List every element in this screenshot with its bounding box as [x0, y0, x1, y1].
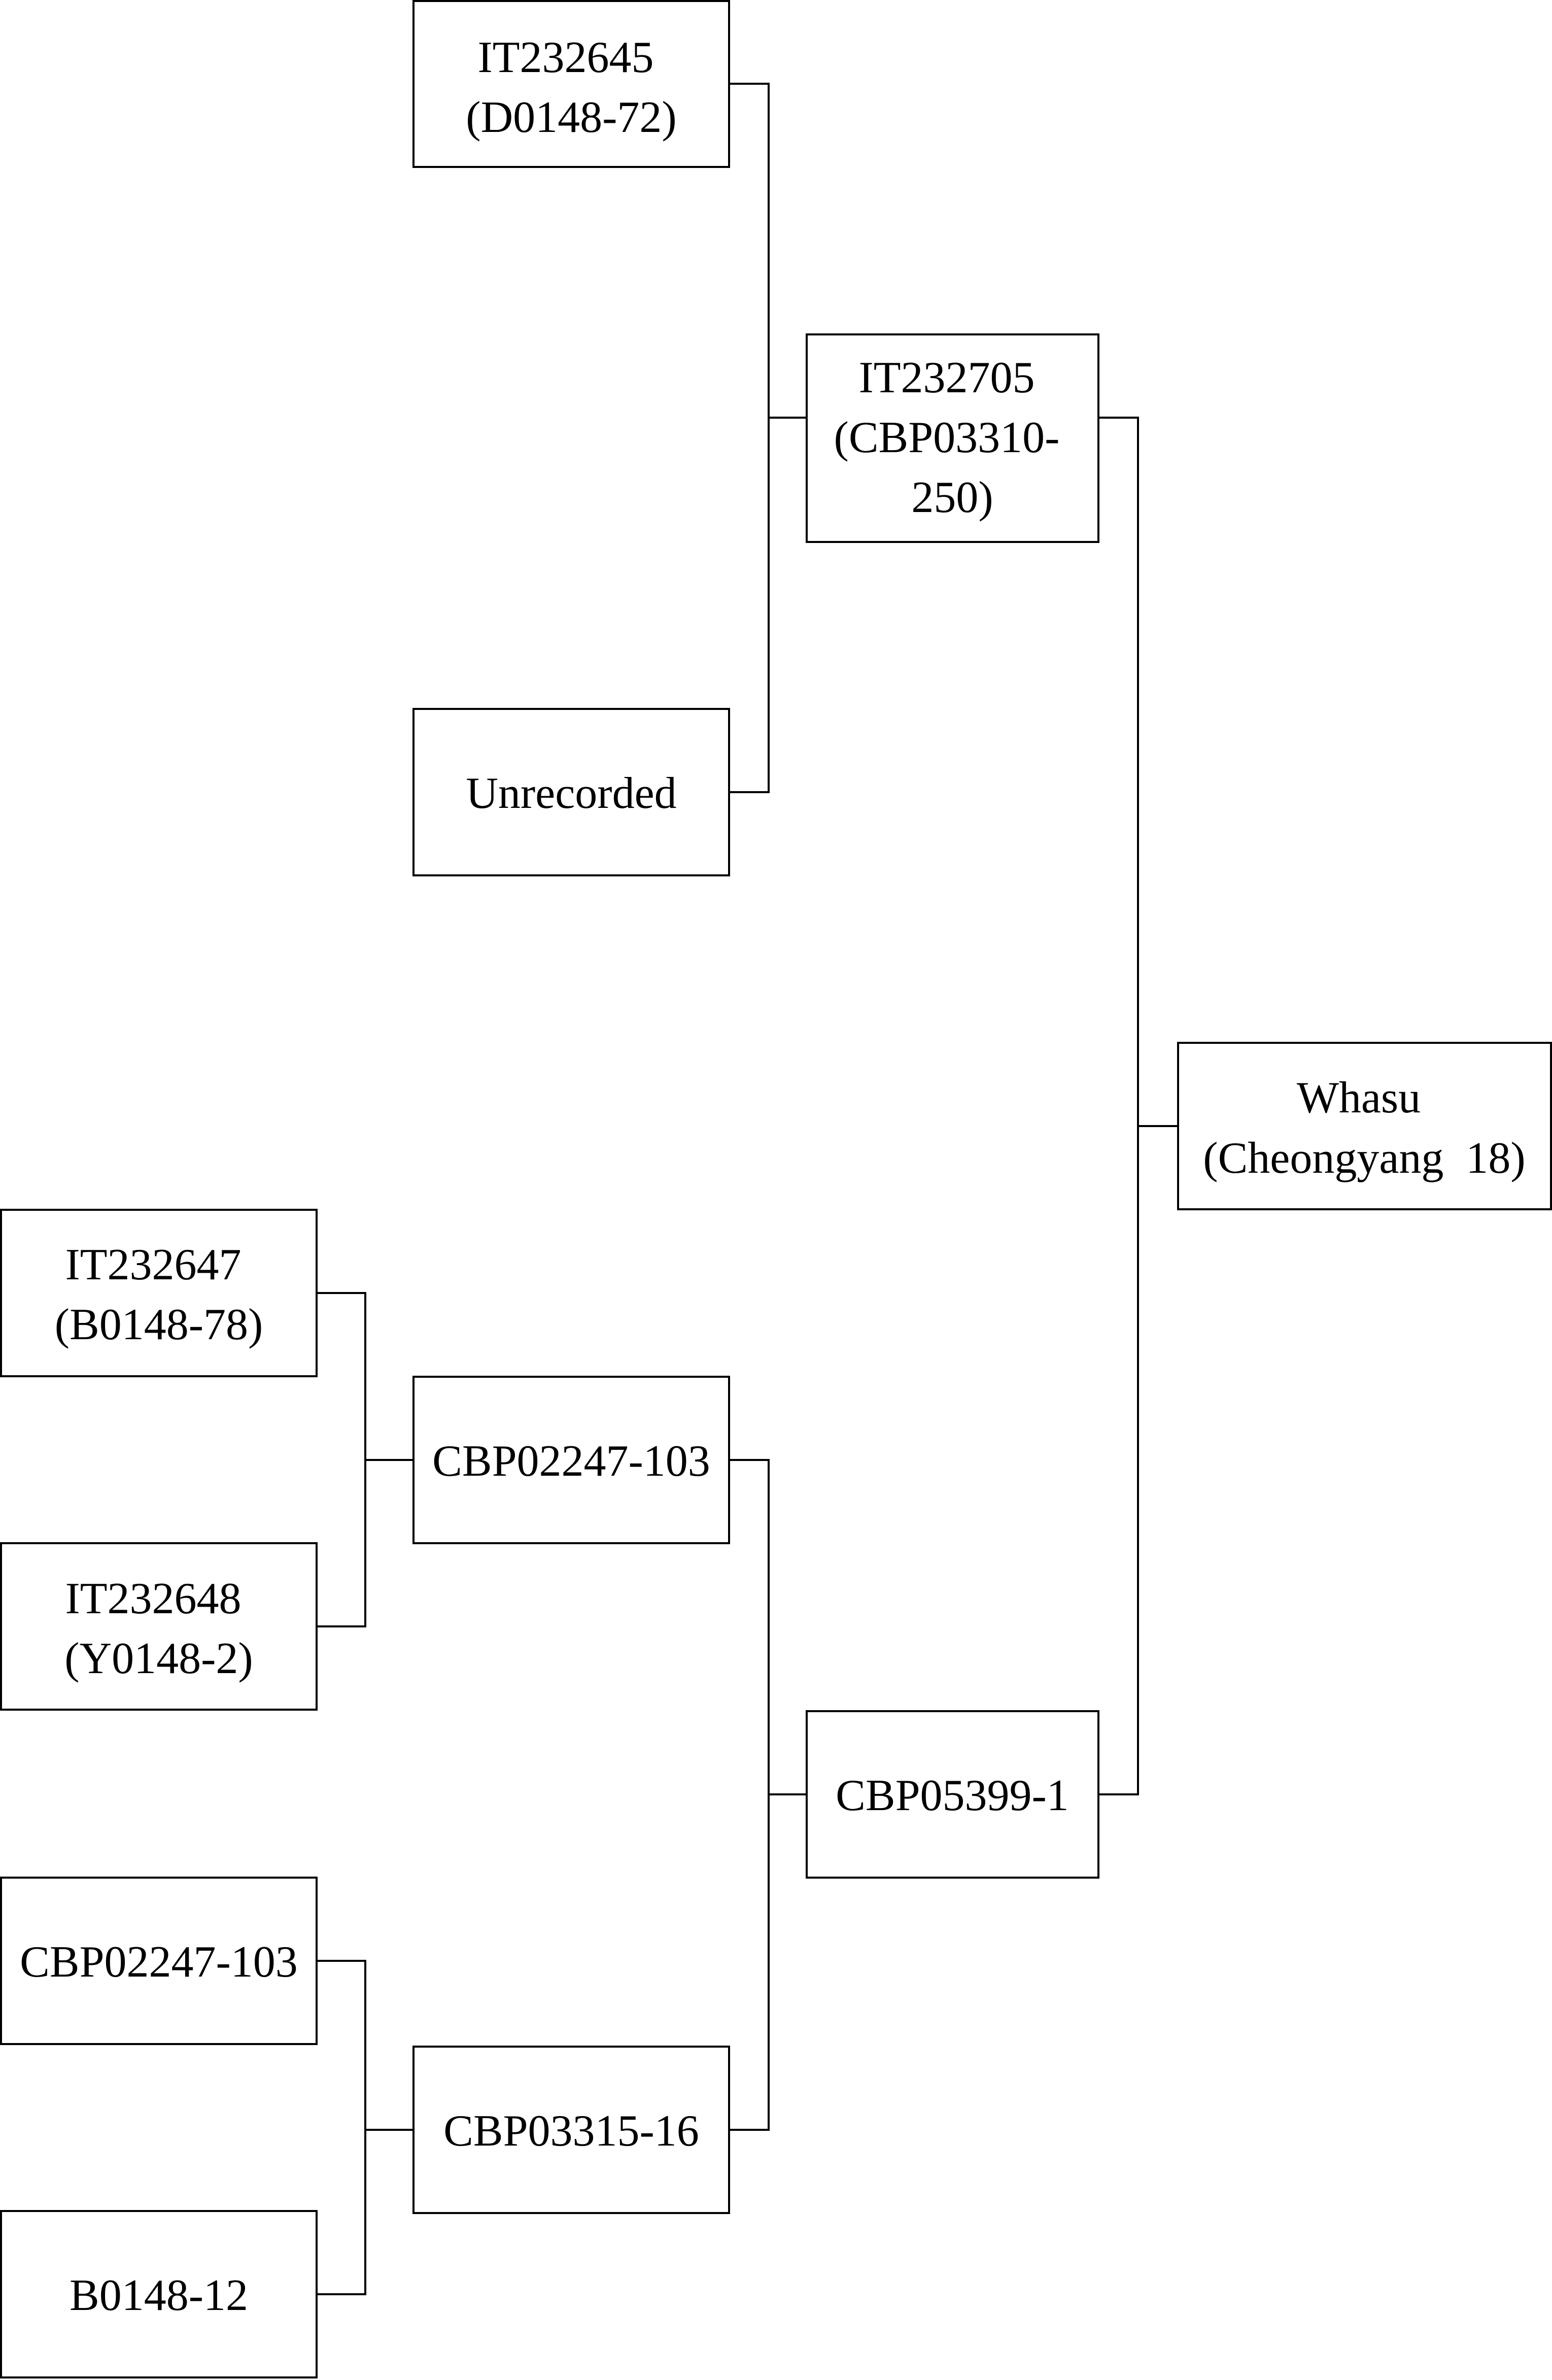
svg-text:CBP02247-103: CBP02247-103	[20, 1937, 298, 1987]
svg-text:IT232645 (D0148-72): IT232645 (D0148-72)	[466, 33, 676, 142]
node-cbp02247-103-mid: CBP02247-103	[412, 1376, 730, 1544]
node-it232647: IT232647 (B0148-78)	[0, 1209, 318, 1377]
node-label-line: CBP02247-103	[432, 1437, 710, 1486]
connector-b0148-12	[317, 2130, 366, 2295]
node-cbp05399-1: CBP05399-1	[806, 1710, 1099, 1879]
connector-it232648	[317, 1460, 366, 1627]
node-label-line: IT232647	[65, 1240, 241, 1289]
node-label-line: (Cheongyang 18)	[1203, 1134, 1525, 1183]
svg-text:IT232647 (B0148-78): IT232647 (B0148-78)	[55, 1240, 263, 1349]
node-it232648: IT232648 (Y0148-2)	[0, 1542, 318, 1711]
svg-text:CBP03315-16: CBP03315-16	[443, 2106, 699, 2156]
node-label-line: CBP02247-103	[20, 1937, 298, 1987]
node-label-line: CBP05399-1	[836, 1771, 1069, 1820]
node-unrecorded: Unrecorded	[412, 708, 730, 876]
connector-it232705	[1098, 417, 1178, 1127]
node-label-line: Whasu	[1297, 1073, 1421, 1123]
connector-unrecorded	[729, 418, 770, 793]
node-label-line: (D0148-72)	[466, 93, 676, 142]
node-label-line: (B0148-78)	[55, 1300, 263, 1349]
connector-it232647	[317, 1292, 413, 1461]
pedigree-connectors	[317, 83, 1178, 2295]
node-label-line: Unrecorded	[466, 769, 676, 818]
svg-text:CBP02247-103: CBP02247-103	[432, 1437, 710, 1486]
node-whasu: Whasu (Cheongyang 18)	[1177, 1042, 1552, 1210]
node-it232705: IT232705 (CBP03310- 250)	[806, 333, 1099, 543]
node-label-line: (CBP03310-	[834, 413, 1060, 462]
svg-text:IT232705 (CBP03310-: IT232705 (CBP03310- 250)	[834, 353, 1071, 522]
node-b0148-12: B0148-12	[0, 2210, 318, 2378]
connector-cbp03315-16	[729, 1794, 770, 2131]
node-label-line: B0148-12	[70, 2271, 248, 2320]
svg-text:IT232648 (Y0148-2): IT232648 (Y0148-2)	[64, 1574, 253, 1683]
node-label-line: CBP03315-16	[443, 2106, 699, 2156]
node-label-line: IT232705	[858, 353, 1034, 402]
svg-text:Unrecorded: Unrecorded	[466, 769, 676, 818]
connector-it232645	[729, 83, 807, 419]
node-it232645: IT232645 (D0148-72)	[412, 0, 730, 168]
svg-text:Whasu (Cheongyang 18): Whasu (Cheongyang 18)	[1203, 1073, 1525, 1183]
node-label-line: IT232648	[65, 1574, 241, 1623]
svg-text:CBP05399-1: CBP05399-1	[836, 1771, 1069, 1820]
node-cbp03315-16: CBP03315-16	[412, 2046, 730, 2214]
node-label-line: (Y0148-2)	[64, 1634, 253, 1683]
connector-cbp02247-103-mid	[729, 1459, 807, 1795]
connector-cbp05399-1	[1098, 1126, 1139, 1795]
node-label-line: 250)	[911, 473, 993, 522]
node-label-line: IT232645	[477, 33, 653, 82]
connector-cbp02247-103-left	[317, 1960, 413, 2131]
svg-text:B0148-12: B0148-12	[70, 2271, 248, 2320]
node-cbp02247-103-left: CBP02247-103	[0, 1877, 318, 2045]
